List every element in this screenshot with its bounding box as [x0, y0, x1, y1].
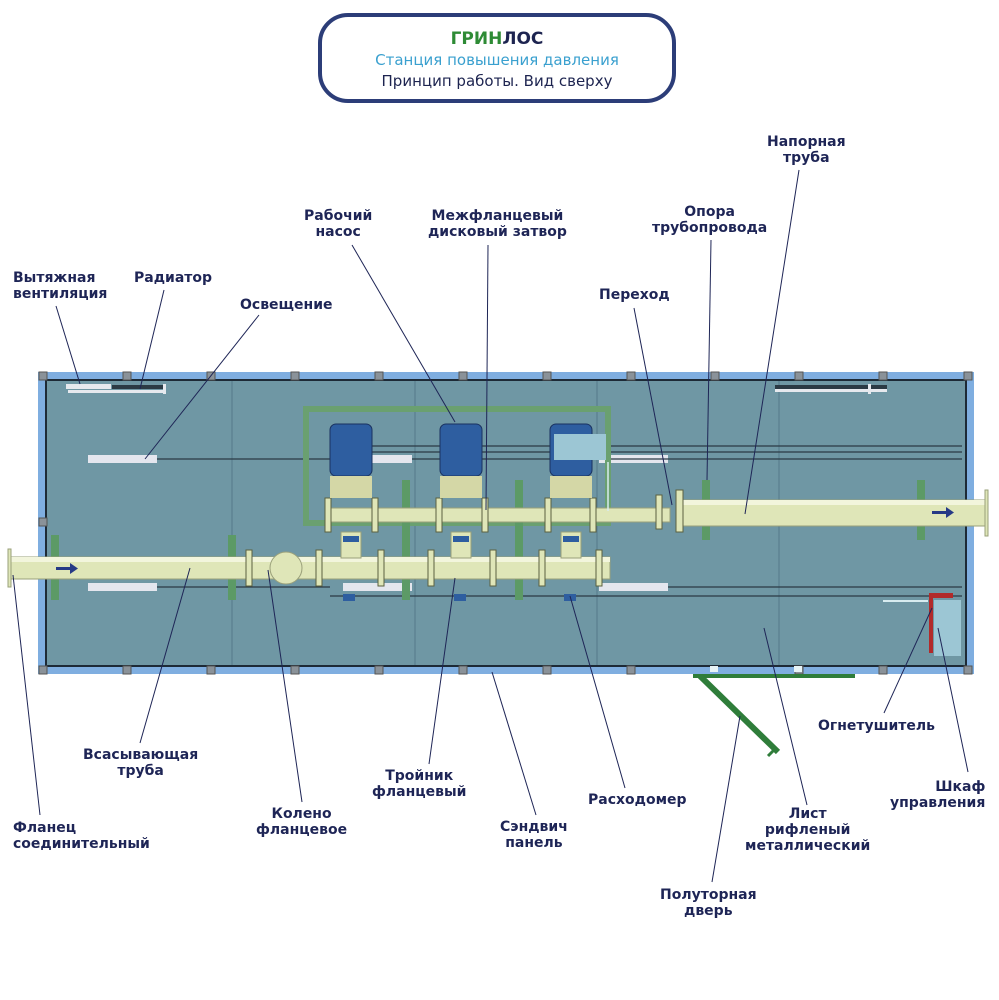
label-sandwich-panel: Сэндвич панель	[500, 819, 568, 851]
fire-extinguisher[interactable]	[929, 593, 953, 653]
diagram-subtitle: Станция повышения давления	[375, 51, 619, 69]
label-control-cabinet: Шкаф управления	[890, 779, 986, 811]
flow-arrow-icon	[56, 563, 78, 574]
label-fire-extinguisher: Огнетушитель	[818, 718, 936, 734]
label-reducer: Переход	[599, 287, 670, 303]
title-box: ГРИНЛОС Станция повышения давления Принц…	[318, 13, 676, 103]
working-pump[interactable]	[439, 423, 483, 559]
label-radiator: Радиатор	[134, 270, 213, 286]
label-exhaust-vent: Вытяжная вентиляция	[13, 270, 108, 302]
exhaust-ventilation	[66, 384, 165, 393]
label-pipe-support: Опора трубопровода	[652, 204, 768, 236]
label-flanged-elbow: Колено фланцевое	[256, 806, 348, 838]
label-lighting: Освещение	[240, 297, 333, 313]
diagram-caption: Принцип работы. Вид сверху	[381, 72, 613, 90]
radiator	[775, 384, 887, 394]
one-and-half-door[interactable]	[693, 673, 855, 758]
brand-dark-part: ЛОС	[502, 29, 544, 49]
leader-lines	[12, 169, 969, 883]
door-hinge-gap	[710, 666, 718, 672]
label-butterfly-valve: Межфланцевый дисковый затвор	[428, 208, 567, 240]
label-one-and-half-door: Полуторная дверь	[660, 887, 757, 919]
label-discharge-pipe: Напорная труба	[767, 134, 846, 166]
brand-green-part: ГРИН	[450, 29, 503, 49]
radiator	[112, 384, 166, 394]
working-pump[interactable]	[329, 423, 373, 559]
label-connecting-flange: Фланец соединительный	[13, 820, 150, 852]
suction-pipe	[7, 548, 611, 588]
connecting-flange	[7, 548, 12, 588]
brand-name: ГРИНЛОС	[322, 29, 672, 49]
flanges	[245, 489, 684, 587]
label-suction-pipe: Всасывающая труба	[83, 747, 199, 779]
cables	[157, 445, 962, 597]
outlet-flange	[984, 489, 989, 537]
label-flowmeter: Расходомер	[588, 792, 687, 808]
label-flanged-tee: Тройник фланцевый	[372, 768, 467, 800]
door-hinge-gap	[794, 666, 802, 672]
label-working-pump: Рабочий насос	[304, 208, 373, 240]
pump-control-box	[554, 434, 606, 460]
flow-arrow-icon	[932, 507, 954, 518]
flanged-elbow	[269, 551, 303, 585]
label-checker-plate: Лист рифленый металлический	[745, 806, 871, 854]
